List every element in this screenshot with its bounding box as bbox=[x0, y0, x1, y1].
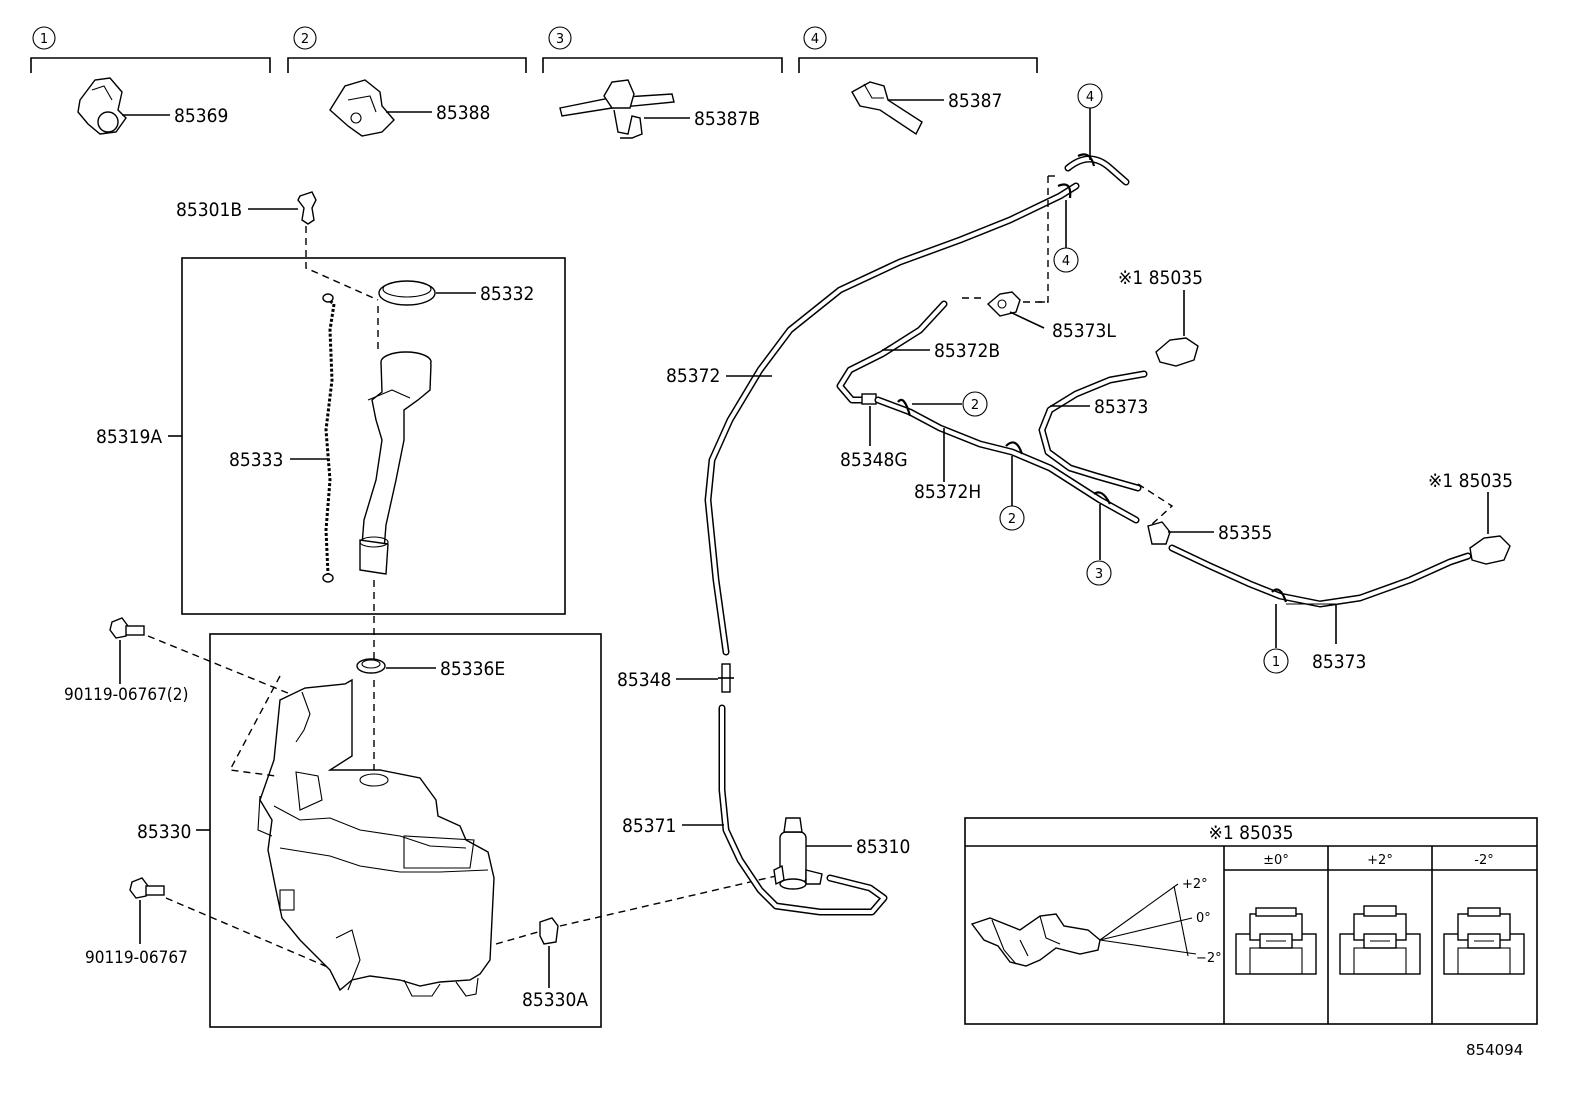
nozzle-85035-right: ※1 85035 bbox=[1428, 470, 1513, 565]
hose-clip-2-top: 2 bbox=[897, 391, 988, 417]
grommet-85330A: 85330A bbox=[522, 917, 588, 1011]
clip-group-3: 3 85387B bbox=[542, 26, 783, 139]
marker-4-top: 4 bbox=[1086, 90, 1094, 105]
reservoir-assembly: 85301B 85319A 85332 bbox=[64, 191, 777, 1028]
part-85035-upper-label: ※1 85035 bbox=[1118, 267, 1203, 289]
grommet-85336E: 85336E bbox=[356, 658, 505, 680]
clip-group-2-number: 2 bbox=[301, 32, 309, 47]
inset-col-minus2: -2° bbox=[1474, 853, 1493, 868]
clip-group-4: 4 85387 bbox=[798, 26, 1038, 136]
connector-85348: 85348 bbox=[617, 663, 734, 693]
cap-85332: 85332 bbox=[378, 280, 534, 306]
clip-group-4-number: 4 bbox=[811, 32, 819, 47]
part-85333-label: 85333 bbox=[229, 449, 283, 471]
part-90119-06767-2-label: 90119-06767(2) bbox=[64, 685, 188, 705]
part-85355-label: 85355 bbox=[1218, 522, 1272, 544]
inset-col-plus2: +2° bbox=[1367, 853, 1393, 868]
part-85332-label: 85332 bbox=[480, 283, 534, 305]
part-85301B-label: 85301B bbox=[176, 199, 242, 221]
hose-clip-2-bottom: 2 bbox=[999, 441, 1025, 531]
marker-1: 1 bbox=[1272, 655, 1280, 670]
diagram-id: 854094 bbox=[1466, 1041, 1523, 1059]
marker-2-top: 2 bbox=[971, 398, 979, 413]
part-85319A-label: 85319A bbox=[96, 426, 162, 448]
part-85373-upper-label: 85373 bbox=[1094, 396, 1148, 418]
marker-2-bottom: 2 bbox=[1008, 512, 1016, 527]
strainer-85333: 85333 bbox=[229, 293, 336, 583]
clip-group-2: 2 85388 bbox=[287, 26, 527, 137]
clip-group-1: 1 85369 bbox=[30, 26, 271, 135]
bolt-90119: 90119-06767 bbox=[85, 877, 188, 968]
nozzle-front-view-0 bbox=[1235, 907, 1317, 975]
hose-clip-1: 1 bbox=[1263, 588, 1289, 674]
part-85387-label: 85387 bbox=[948, 90, 1002, 112]
reservoir-tank bbox=[257, 678, 495, 997]
part-85330A-label: 85330A bbox=[522, 989, 588, 1011]
joint-85348G: 85348G bbox=[840, 393, 908, 471]
connector-85373L: 85373L bbox=[962, 291, 1116, 342]
inset-title: ※1 85035 bbox=[1209, 822, 1294, 844]
part-85372H-label: 85372H bbox=[914, 481, 981, 503]
nozzle-angle-inset: ※1 85035 ±0° +2° -2° +2° 0° −2° bbox=[964, 817, 1538, 1025]
part-85387B-label: 85387B bbox=[694, 108, 760, 130]
joint-85355: 85355 bbox=[1137, 483, 1272, 545]
pump-85310: 85310 bbox=[773, 817, 910, 890]
nozzle-side-view: +2° 0° −2° bbox=[970, 877, 1222, 967]
clip-group-1-number: 1 bbox=[40, 32, 48, 47]
angle-minus2: −2° bbox=[1196, 951, 1222, 966]
filler-neck bbox=[359, 351, 432, 575]
part-85371-label: 85371 bbox=[622, 815, 676, 837]
nozzle-front-view-plus2 bbox=[1339, 905, 1421, 975]
main-hose-line: 85372 85348 85371 85310 4 bbox=[617, 83, 1130, 916]
part-85035-right-label: ※1 85035 bbox=[1428, 470, 1513, 492]
inset-col-0: ±0° bbox=[1263, 853, 1289, 868]
part-85372B-label: 85372B bbox=[934, 340, 1000, 362]
bolt-90119-2: 90119-06767(2) bbox=[64, 617, 188, 705]
part-85348G-label: 85348G bbox=[840, 449, 908, 471]
part-85369-label: 85369 bbox=[174, 105, 228, 127]
part-85310-label: 85310 bbox=[856, 836, 910, 858]
part-85336E-label: 85336E bbox=[440, 658, 505, 680]
nozzle-hose-system: 85373L 85372B 85348G 85372H 2 bbox=[836, 267, 1513, 674]
angle-plus2: +2° bbox=[1182, 877, 1208, 892]
hose-clip-4-mid: 4 bbox=[1053, 183, 1079, 273]
part-85348-label: 85348 bbox=[617, 669, 671, 691]
part-85373-lower-label: 85373 bbox=[1312, 651, 1366, 673]
part-85330-label: 85330 bbox=[137, 821, 191, 843]
hose-clip-3: 3 bbox=[1086, 491, 1112, 586]
nozzle-85035-upper: ※1 85035 bbox=[1118, 267, 1203, 367]
angle-0: 0° bbox=[1196, 911, 1211, 926]
marker-3: 3 bbox=[1095, 567, 1103, 582]
part-85372-label: 85372 bbox=[666, 365, 720, 387]
clip-85301B: 85301B bbox=[176, 191, 317, 225]
part-85388-label: 85388 bbox=[436, 102, 490, 124]
part-85373L-label: 85373L bbox=[1052, 320, 1116, 342]
clip-legend: 1 85369 2 85388 3 853 bbox=[30, 26, 1038, 139]
clip-group-3-number: 3 bbox=[556, 32, 564, 47]
part-90119-06767-label: 90119-06767 bbox=[85, 948, 188, 968]
nozzle-front-view-minus2 bbox=[1443, 907, 1525, 975]
marker-4-mid: 4 bbox=[1062, 254, 1070, 269]
hose-clip-4-top: 4 bbox=[1064, 83, 1130, 186]
